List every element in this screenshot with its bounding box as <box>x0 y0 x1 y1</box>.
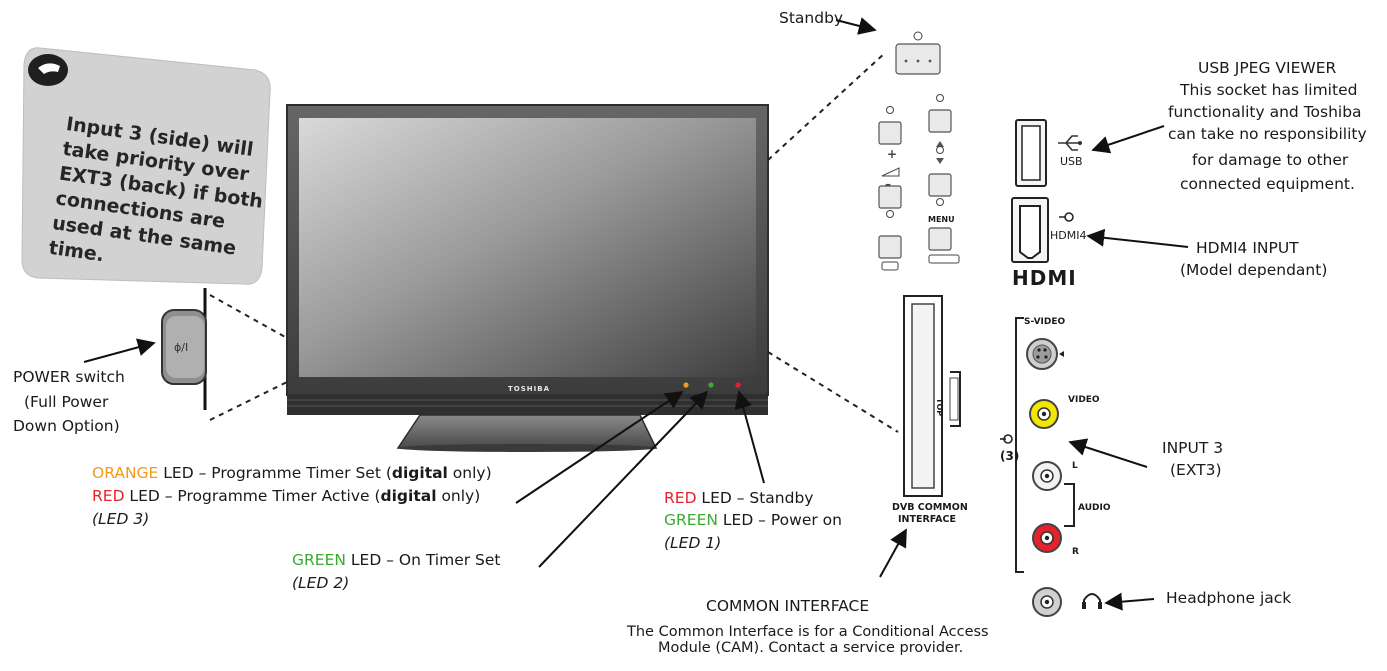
usb-desc-4: for damage to other <box>1192 151 1349 169</box>
video-jack <box>1029 399 1059 429</box>
s-video-jack <box>1026 338 1064 370</box>
svg-text:–: – <box>885 177 891 191</box>
input-3-number: (3) <box>1000 449 1020 463</box>
video-label: VIDEO <box>1068 395 1100 405</box>
led3-red-text-end: only) <box>436 487 481 505</box>
tv-set <box>286 104 769 452</box>
led-color-red: RED <box>664 489 697 507</box>
common-interface-desc-1: The Common Interface is for a Conditiona… <box>627 624 989 640</box>
power-switch-label-1: POWER switch <box>13 368 125 386</box>
usb-desc-2: functionality and Toshiba <box>1168 103 1362 121</box>
input-icon <box>1059 212 1074 222</box>
hdmi-port <box>1011 197 1074 263</box>
top-label: TOP <box>935 398 944 417</box>
power-switch-label-3: Down Option) <box>13 417 120 435</box>
headphone-label: Headphone jack <box>1166 589 1292 607</box>
priority-note: Input 3 (side) will take priority over E… <box>22 40 284 300</box>
green-led <box>708 382 714 388</box>
audio-right-label: R <box>1072 547 1079 557</box>
common-interface-slot <box>903 295 961 497</box>
hdmi4-input-label: HDMI4 INPUT <box>1196 239 1299 257</box>
dvb-label-1: DVB COMMON <box>892 502 968 513</box>
led3-tag: (LED 3) <box>92 509 149 529</box>
usb-desc-5: connected equipment. <box>1180 175 1355 193</box>
input3-label: INPUT 3 <box>1162 439 1224 457</box>
hdmi4-port-label: HDMI4 <box>1050 229 1087 242</box>
usb-desc-1: This socket has limited <box>1180 81 1358 99</box>
led2-text: LED – On Timer Set <box>345 551 501 569</box>
hdmi-logo: HDMI <box>1012 266 1077 290</box>
led2-tag-text: (LED 2) <box>292 574 350 592</box>
note-text: Input 3 (side) will take priority over E… <box>47 112 265 267</box>
orange-led <box>683 382 689 388</box>
led-color-green: GREEN <box>292 551 346 569</box>
led2-tag: (LED 2) <box>292 573 349 593</box>
power-switch-label-2: (Full Power <box>24 393 109 411</box>
led3-orange-text: LED – Programme Timer Set ( <box>158 464 392 482</box>
audio-left-jack <box>1032 461 1062 491</box>
power-button-label: ɸ/I <box>174 341 189 354</box>
led2-line: GREEN LED – On Timer Set <box>292 550 501 570</box>
standby-label: Standby <box>779 9 844 27</box>
usb-port-label: USB <box>1060 155 1083 168</box>
hdmi4-model-label: (Model dependant) <box>1180 261 1328 279</box>
led1-red-text: LED – Standby <box>696 489 814 507</box>
led3-red-line: RED LED – Programme Timer Active (digita… <box>92 486 480 506</box>
menu-label: MENU <box>928 215 955 224</box>
led3-orange-line: ORANGE LED – Programme Timer Set (digita… <box>92 463 492 483</box>
svg-text:+: + <box>887 147 897 161</box>
usb-port <box>1015 119 1082 187</box>
led3-red-bold: digital <box>380 487 437 505</box>
led3-orange-text-end: only) <box>447 464 492 482</box>
note-card <box>21 47 271 285</box>
led1-tag-text: (LED 1) <box>664 534 722 552</box>
brand-label: TOSHIBA <box>508 385 550 393</box>
headphone-icon <box>1083 593 1101 608</box>
led1-green-line: GREEN LED – Power on <box>664 510 842 530</box>
red-led <box>735 382 741 388</box>
usb-title: USB JPEG VIEWER <box>1198 59 1337 77</box>
input-icon <box>1000 434 1013 444</box>
pointing-hand-icon <box>28 54 68 86</box>
led-color-green: GREEN <box>664 511 718 529</box>
audio-label: AUDIO <box>1078 503 1111 513</box>
led-color-red: RED <box>92 487 125 505</box>
usb-desc-3: can take no responsibility <box>1168 125 1367 143</box>
led3-tag-text: (LED 3) <box>92 510 150 528</box>
audio-right-jack <box>1032 523 1062 553</box>
input3-ext-label: (EXT3) <box>1170 461 1222 479</box>
s-video-label: S-VIDEO <box>1024 317 1066 327</box>
power-switch <box>161 288 207 410</box>
led1-green-text: LED – Power on <box>717 511 842 529</box>
headphone-jack <box>1032 587 1102 617</box>
common-interface-desc-2: Module (CAM). Contact a service provider… <box>658 640 964 656</box>
audio-left-label: L <box>1072 461 1078 471</box>
led3-orange-bold: digital <box>391 464 448 482</box>
led1-red-line: RED LED – Standby <box>664 488 813 508</box>
common-interface-label: COMMON INTERFACE <box>706 597 870 615</box>
led3-red-text: LED – Programme Timer Active ( <box>124 487 381 505</box>
control-buttons <box>878 43 952 259</box>
dvb-label-2: INTERFACE <box>898 514 956 525</box>
led1-tag: (LED 1) <box>664 533 721 553</box>
led-color-orange: ORANGE <box>92 464 159 482</box>
usb-icon <box>1058 135 1080 151</box>
